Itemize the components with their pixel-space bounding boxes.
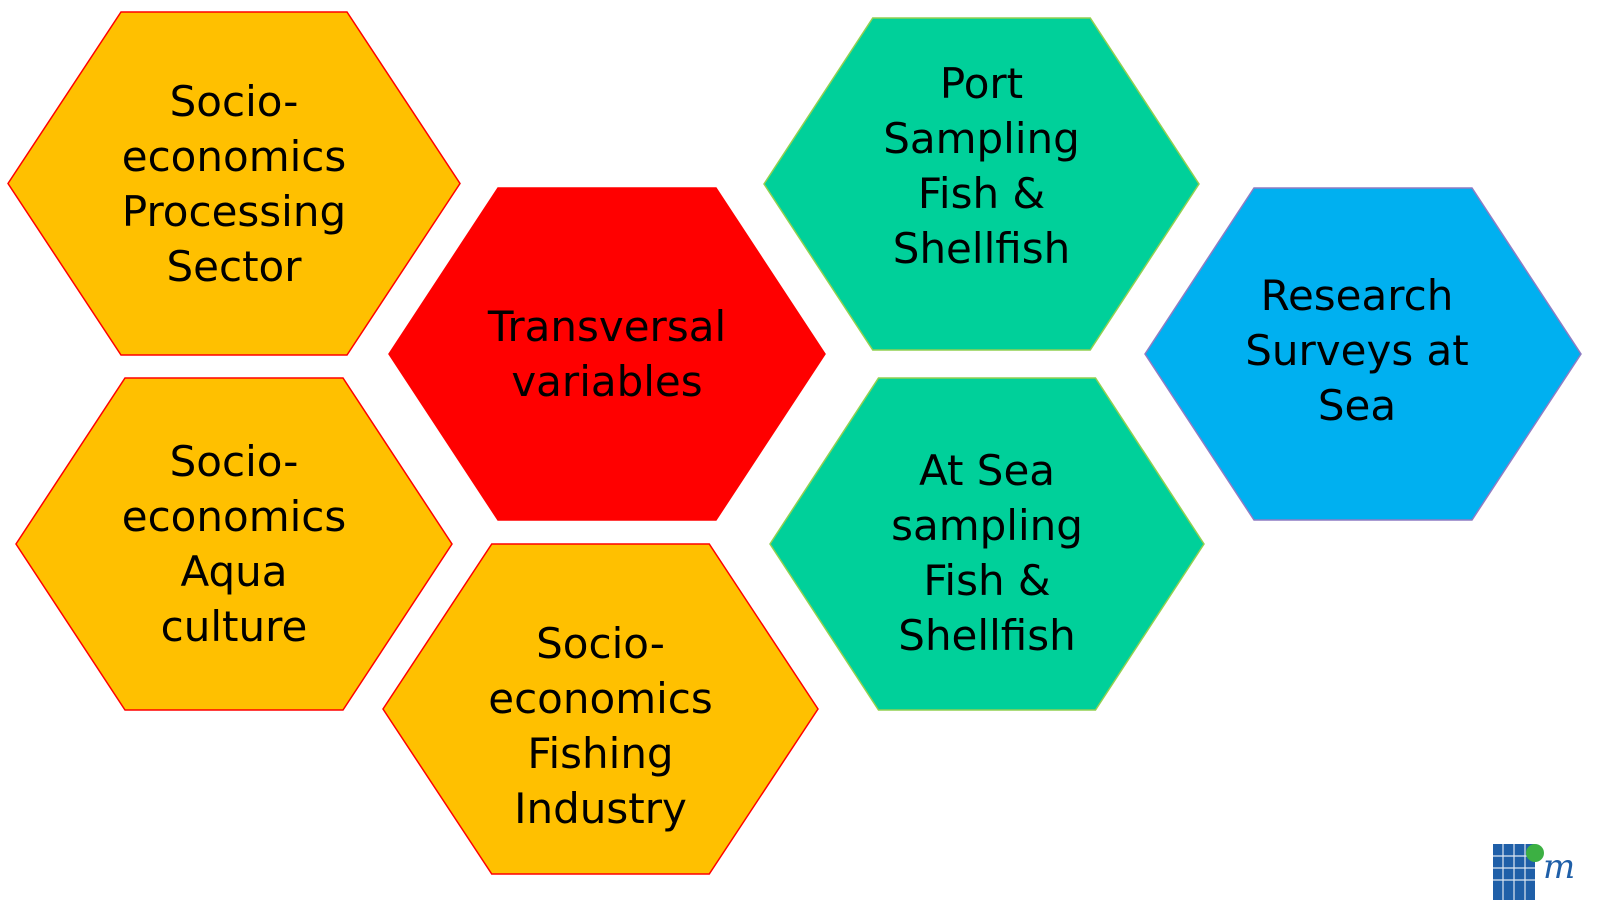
- hex-label-line: Research: [1260, 270, 1454, 320]
- hex-label: Port Sampling Fish & Shellfish: [883, 56, 1080, 276]
- hex-label-line: economics: [488, 674, 713, 723]
- hex-label-line: variables: [511, 357, 703, 406]
- hex-shape: [1144, 187, 1582, 521]
- hex-label-line: Socio-: [169, 76, 299, 126]
- hex-shape: [7, 11, 461, 356]
- hex-label: Socio- economics Processing Sector: [122, 74, 347, 294]
- hex-label: Socio- economics Fishing Industry: [488, 616, 713, 836]
- hex-port-sampling: Port Sampling Fish & Shellfish: [763, 17, 1200, 351]
- organization-logo: m: [1493, 840, 1616, 900]
- hex-shape: [763, 17, 1200, 351]
- hex-label-line: Sampling: [883, 114, 1080, 163]
- hex-label-line: Socio-: [169, 437, 299, 486]
- hex-label-line: Sea: [1317, 380, 1397, 430]
- hex-label: Research Surveys at Sea: [1245, 268, 1469, 433]
- hex-label-line: culture: [160, 602, 308, 651]
- hex-label-line: Surveys at: [1245, 325, 1469, 375]
- hex-shape: [769, 377, 1205, 711]
- hex-label-line: At Sea: [918, 446, 1056, 495]
- hex-label-line: sampling: [891, 501, 1083, 550]
- hex-label-line: Fish &: [917, 169, 1046, 218]
- hex-socioeconomics-processing: Socio- economics Processing Sector: [7, 11, 461, 356]
- hex-shape: [15, 377, 453, 711]
- hex-shape: [388, 187, 826, 521]
- hex-label-line: Fish &: [923, 556, 1051, 605]
- hex-shape: [382, 543, 819, 875]
- hex-at-sea-sampling: At Sea sampling Fish & Shellfish: [769, 377, 1205, 711]
- svg-text:m: m: [1543, 847, 1575, 887]
- hex-socioeconomics-fishing: Socio- economics Fishing Industry: [382, 543, 819, 875]
- hex-label-line: economics: [121, 131, 347, 181]
- hex-label: Socio- economics Aqua culture: [122, 434, 347, 654]
- hex-label-line: Fishing: [527, 729, 674, 778]
- logo-mark-icon: m: [1493, 844, 1575, 900]
- hex-transversal-variables: Transversal variables: [388, 187, 826, 521]
- hex-label-line: Shellfish: [892, 224, 1071, 273]
- hex-socioeconomics-aquaculture: Socio- economics Aqua culture: [15, 377, 453, 711]
- hex-label-line: Shellfish: [898, 611, 1076, 660]
- hex-label: At Sea sampling Fish & Shellfish: [891, 443, 1083, 663]
- hex-label-line: Industry: [514, 784, 687, 833]
- hex-label-line: Sector: [166, 241, 302, 291]
- hex-label-line: economics: [121, 492, 347, 541]
- hex-label: Transversal variables: [488, 299, 726, 409]
- hex-label-line: Transversal: [487, 302, 727, 351]
- hex-research-surveys: Research Surveys at Sea: [1144, 187, 1582, 521]
- hex-label-line: Processing: [121, 186, 347, 236]
- hex-label-line: Socio-: [536, 619, 665, 668]
- hex-label-line: Aqua: [180, 547, 288, 596]
- hex-label-line: Port: [939, 59, 1024, 108]
